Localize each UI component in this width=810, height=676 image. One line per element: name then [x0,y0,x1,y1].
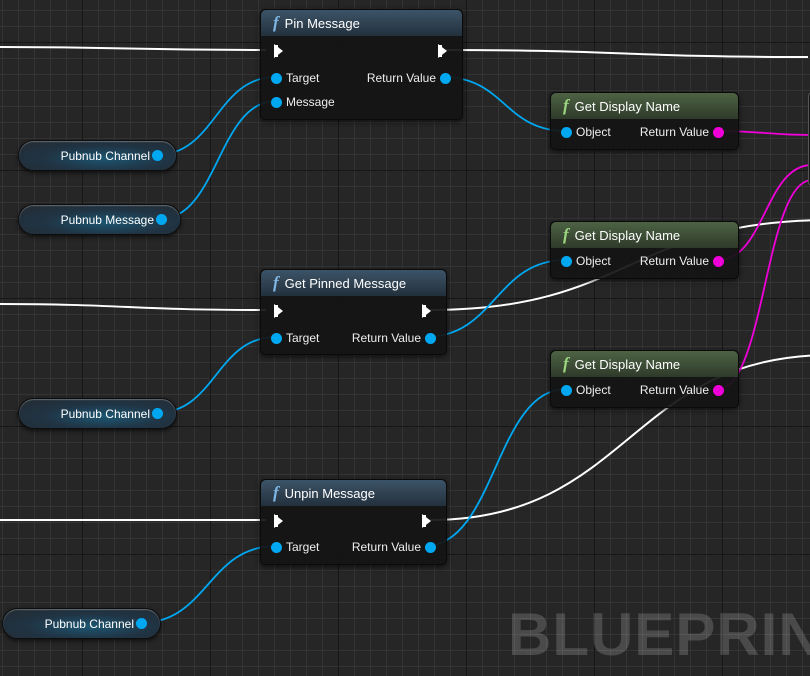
exec-in-pin[interactable] [274,514,283,528]
pin-label: Message [286,95,335,109]
object-pin-icon [440,72,451,84]
pin-label: Object [576,383,611,397]
node-get-pinned-message[interactable]: f Get Pinned Message Target Return Value [260,269,447,355]
node-title: Pin Message [284,15,360,31]
node-header: f Unpin Message [261,480,446,506]
string-pin-icon [713,384,724,396]
object-wire [155,336,277,414]
object-pin-icon [561,126,572,138]
pin-object[interactable]: Object [561,254,611,268]
pin-object[interactable]: Object [561,383,611,397]
pin-label: Object [576,254,611,268]
object-pin-icon [271,96,282,108]
object-pin-icon[interactable] [136,618,147,629]
node-title: Get Display Name [574,98,681,114]
object-wire [139,545,277,624]
object-pin-icon[interactable] [152,150,163,161]
function-icon: f [273,13,279,32]
string-pin-icon [713,126,724,138]
object-wire [424,388,567,547]
function-icon: f [563,225,569,244]
exec-in-pin[interactable] [274,304,283,318]
pin-label: Return Value [639,383,709,397]
pin-return-value[interactable]: Return Value [640,254,724,268]
object-pin-icon [271,72,282,84]
pin-return-value[interactable]: Return Value [352,540,436,554]
variable-pubnub-channel[interactable]: Pubnub Channel [18,398,177,429]
node-title: Get Display Name [574,356,681,372]
exec-wire [0,46,267,51]
function-icon: f [273,273,279,292]
exec-wire [429,354,810,521]
variable-label: Pubnub Channel [60,148,150,163]
pin-message[interactable]: Message [271,95,335,109]
node-get-display-name[interactable]: f Get Display Name Object Return Value [550,350,739,408]
pin-return-value[interactable]: Return Value [352,331,436,345]
node-title: Unpin Message [284,485,375,501]
variable-label: Pubnub Channel [44,616,134,631]
object-pin-icon [561,255,572,267]
pin-label: Object [576,125,611,139]
node-title: Get Display Name [574,227,681,243]
object-pin-icon [425,332,436,344]
node-header: f Pin Message [261,10,462,36]
pin-label: Return Value [639,254,709,268]
object-wire [159,100,277,220]
variable-label: Pubnub Message [60,212,154,227]
pin-return-value[interactable]: Return Value [640,125,724,139]
pin-label: Return Value [639,125,709,139]
string-pin-icon [713,255,724,267]
blueprint-watermark: BLUEPRINT [508,601,810,668]
node-header: f Get Display Name [551,351,738,377]
function-icon: f [563,96,569,115]
exec-wire [442,49,809,58]
variable-pubnub-channel[interactable]: Pubnub Channel [2,608,161,639]
pin-target[interactable]: Target [271,331,319,345]
pin-label: Target [286,331,320,345]
exec-wire [0,303,267,311]
exec-out-pin[interactable] [422,304,431,318]
node-title: Get Pinned Message [284,275,407,291]
node-header: f Get Pinned Message [261,270,446,296]
variable-pubnub-message[interactable]: Pubnub Message [18,204,181,235]
object-wire [424,259,567,338]
exec-in-pin[interactable] [274,44,283,58]
exec-out-pin[interactable] [438,44,447,58]
object-pin-icon[interactable] [152,408,163,419]
pin-label: Target [286,71,320,85]
pin-object[interactable]: Object [561,125,611,139]
pin-target[interactable]: Target [271,540,319,554]
object-pin-icon [425,541,436,553]
function-icon: f [273,483,279,502]
object-pin-icon [271,541,282,553]
variable-label: Pubnub Channel [60,406,150,421]
object-wire [155,76,277,156]
variable-pubnub-channel[interactable]: Pubnub Channel [18,140,177,171]
pin-label: Target [286,540,320,554]
object-pin-icon [561,384,572,396]
pin-label: Return Value [351,331,421,345]
pin-return-value[interactable]: Return Value [367,71,451,85]
function-icon: f [563,354,569,373]
object-pin-icon [271,332,282,344]
node-header: f Get Display Name [551,222,738,248]
pin-target[interactable]: Target [271,71,319,85]
pin-label: Return Value [351,540,421,554]
pin-return-value[interactable]: Return Value [640,383,724,397]
exec-out-pin[interactable] [422,514,431,528]
node-unpin-message[interactable]: f Unpin Message Target Return Value [260,479,447,565]
node-pin-message[interactable]: f Pin Message Target Message Return Value [260,9,463,120]
node-get-display-name[interactable]: f Get Display Name Object Return Value [550,221,739,279]
node-get-display-name[interactable]: f Get Display Name Object Return Value [550,92,739,150]
object-pin-icon[interactable] [156,214,167,225]
node-header: f Get Display Name [551,93,738,119]
pin-label: Return Value [366,71,436,85]
